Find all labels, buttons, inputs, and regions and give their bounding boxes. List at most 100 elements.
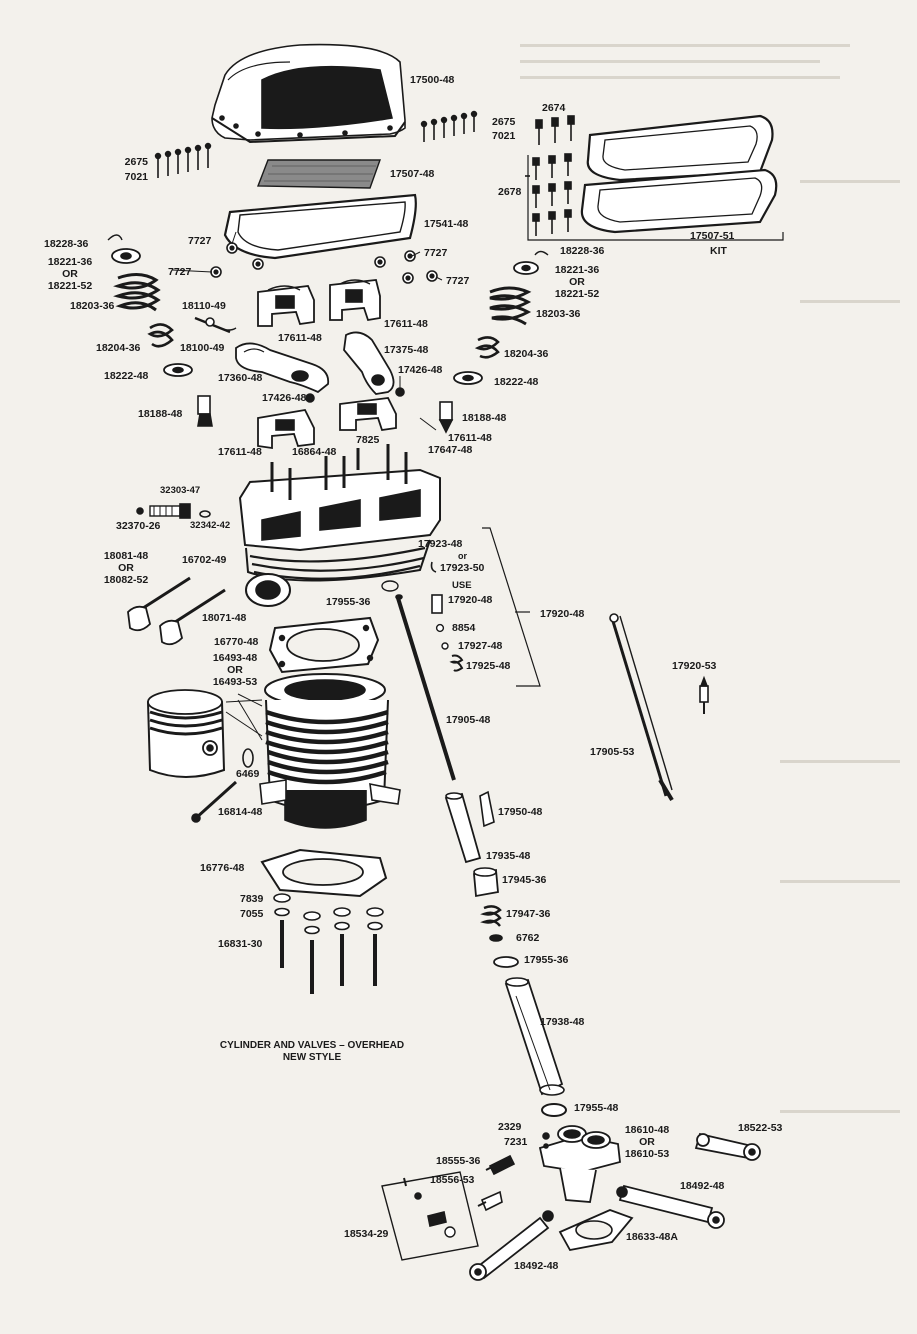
push-rod-17905-53: [609, 613, 674, 802]
tappet-18522-53: [694, 1132, 761, 1161]
label-16493-53: 16493-53: [212, 676, 258, 688]
label-or-a: OR: [62, 268, 78, 280]
label-18081-48: 18081-48: [103, 550, 149, 562]
valve-exhaust-18081-48: [127, 576, 191, 632]
seal-17955-48: [541, 1103, 567, 1117]
label-16493-48: 16493-48: [212, 652, 258, 664]
bleed-through-text: [780, 760, 900, 763]
cover-gasket-17541-48: [223, 193, 417, 260]
label-18082-52: 18082-52: [103, 574, 149, 586]
label-17647-48: 17647-48: [428, 444, 473, 456]
gasket-18633-48A: [558, 1209, 634, 1252]
rocker-support-upper-left: [257, 285, 315, 327]
label-16831-30: 16831-30: [218, 938, 263, 950]
label-16702-49: 16702-49: [182, 554, 227, 566]
cover-clip-17950-48: [479, 790, 495, 828]
studs-16831-30: [273, 893, 384, 994]
label-17955-36-b: 17955-36: [524, 954, 569, 966]
label-17927-48: 17927-48: [458, 640, 503, 652]
label-7825: 7825: [356, 434, 380, 446]
label-18610-53: 18610-53: [624, 1148, 670, 1160]
label-17611-48-b: 17611-48: [384, 318, 428, 330]
label-18222-48-b: 18222-48: [494, 376, 539, 388]
label-18221-36-a: 18221-36: [47, 256, 93, 268]
label-kit: KIT: [710, 245, 727, 257]
label-17375-48: 17375-48: [384, 344, 429, 356]
label-17955-48: 17955-48: [574, 1102, 619, 1114]
label-18221-52-b: 18221-52: [554, 288, 600, 300]
label-17925-48: 17925-48: [466, 660, 511, 672]
valve-guide-18188-48-right: [438, 401, 454, 434]
rocker-support-upper-right: [329, 279, 381, 322]
caption-line-2: NEW STYLE: [282, 1052, 342, 1063]
cover-screws-right: [420, 110, 478, 142]
valve-guide-18188-48-left: [197, 395, 213, 427]
label-17950-48: 17950-48: [498, 806, 543, 818]
label-or-e: OR: [227, 664, 243, 676]
label-16864-48: 16864-48: [292, 446, 337, 458]
label-17920-53: 17920-53: [672, 660, 717, 672]
tappet-18492-48-right: [616, 1184, 725, 1229]
cylinder-16493-48: [259, 673, 401, 829]
bleed-through-text: [780, 1110, 900, 1113]
label-17955-36-a: 17955-36: [326, 596, 371, 608]
piston: [146, 689, 263, 778]
label-or-c: or: [458, 551, 467, 561]
label-7839: 7839: [240, 893, 264, 905]
leader-lines: [171, 231, 443, 741]
label-17923-48: 17923-48: [418, 538, 463, 550]
parts-kit-18534-29: [381, 1171, 479, 1261]
label-17611-48-c: 17611-48: [448, 432, 492, 444]
label-8854: 8854: [452, 622, 476, 634]
plug-18555-36: [485, 1154, 516, 1176]
valve-springs-left: [107, 234, 193, 377]
label-16814-48: 16814-48: [218, 806, 263, 818]
nuts-7727: [210, 242, 438, 284]
label-17426-48-b: 17426-48: [262, 392, 307, 404]
rocker-cover-17500-48: [211, 43, 406, 144]
bleed-through-text: [800, 300, 900, 303]
label-18228-36-b: 18228-36: [560, 245, 605, 257]
label-or-f: OR: [639, 1136, 655, 1148]
gasket-kit-17507-51: [525, 114, 784, 241]
label-6762: 6762: [516, 932, 540, 944]
label-17541-48: 17541-48: [424, 218, 469, 230]
label-6469: 6469: [236, 768, 260, 780]
tappet-18492-48-left: [469, 1210, 554, 1281]
label-18222-48-a: 18222-48: [104, 370, 149, 382]
label-2675-b: 2675: [492, 116, 516, 128]
label-18633-48A: 18633-48A: [626, 1231, 678, 1243]
label-17938-48: 17938-48: [540, 1016, 585, 1028]
label-32370-26: 32370-26: [116, 520, 161, 532]
bleed-through-text: [520, 76, 840, 79]
label-7727-c: 7727: [168, 266, 192, 278]
label-or-b: OR: [569, 276, 585, 288]
cylinder-head-17647-48: [238, 444, 441, 607]
head-gasket-16770-48: [268, 616, 380, 674]
label-18221-52-a: 18221-52: [47, 280, 93, 292]
label-18188-48-b: 18188-48: [462, 412, 507, 424]
lower-cover-17938-48: [504, 977, 565, 1096]
valve-intake-16702-49: [159, 588, 226, 646]
spring-17947-36: [480, 905, 502, 927]
rocker-arm-17360-48: [235, 342, 330, 394]
label-17935-48: 17935-48: [486, 850, 531, 862]
label-16770-48: 16770-48: [214, 636, 259, 648]
caption-line-1: CYLINDER AND VALVES – OVERHEAD: [219, 1040, 405, 1051]
label-18110-49: 18110-49: [182, 300, 226, 312]
label-18492-48-a: 18492-48: [680, 1180, 725, 1192]
label-7727-a: 7727: [188, 235, 212, 247]
filter-screen-17507-48: [256, 159, 381, 189]
base-gasket-16776-48: [260, 848, 388, 898]
cover-tube-17935-48: [444, 792, 482, 864]
cup-17945-36: [473, 867, 499, 898]
label-7231: 7231: [504, 1136, 528, 1148]
label-18610-48: 18610-48: [624, 1124, 670, 1136]
bleed-through-text: [520, 60, 820, 63]
label-7021-b: 7021: [492, 130, 516, 142]
bleed-through-text: [780, 880, 900, 883]
push-rod-17905-48: [381, 580, 456, 781]
label-17905-53: 17905-53: [590, 746, 635, 758]
label-2678: 2678: [498, 186, 522, 198]
